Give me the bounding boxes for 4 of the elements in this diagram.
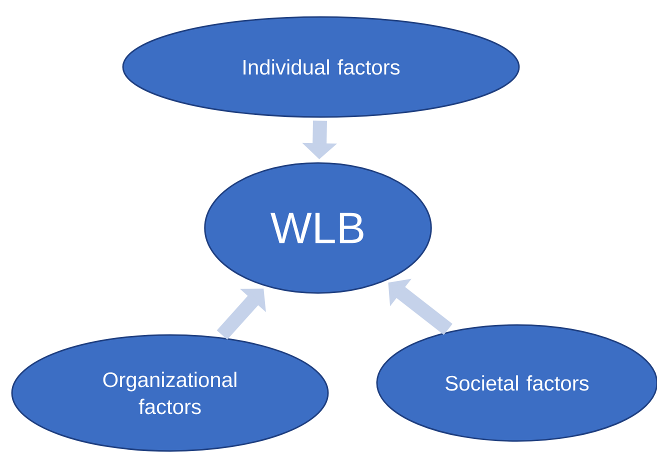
ellipse-node: Societal factors	[376, 324, 657, 442]
ellipse-node: Organizational factors	[11, 334, 329, 452]
ellipse-node: WLB	[204, 162, 432, 294]
ellipse-node: Individual factors	[122, 16, 520, 118]
